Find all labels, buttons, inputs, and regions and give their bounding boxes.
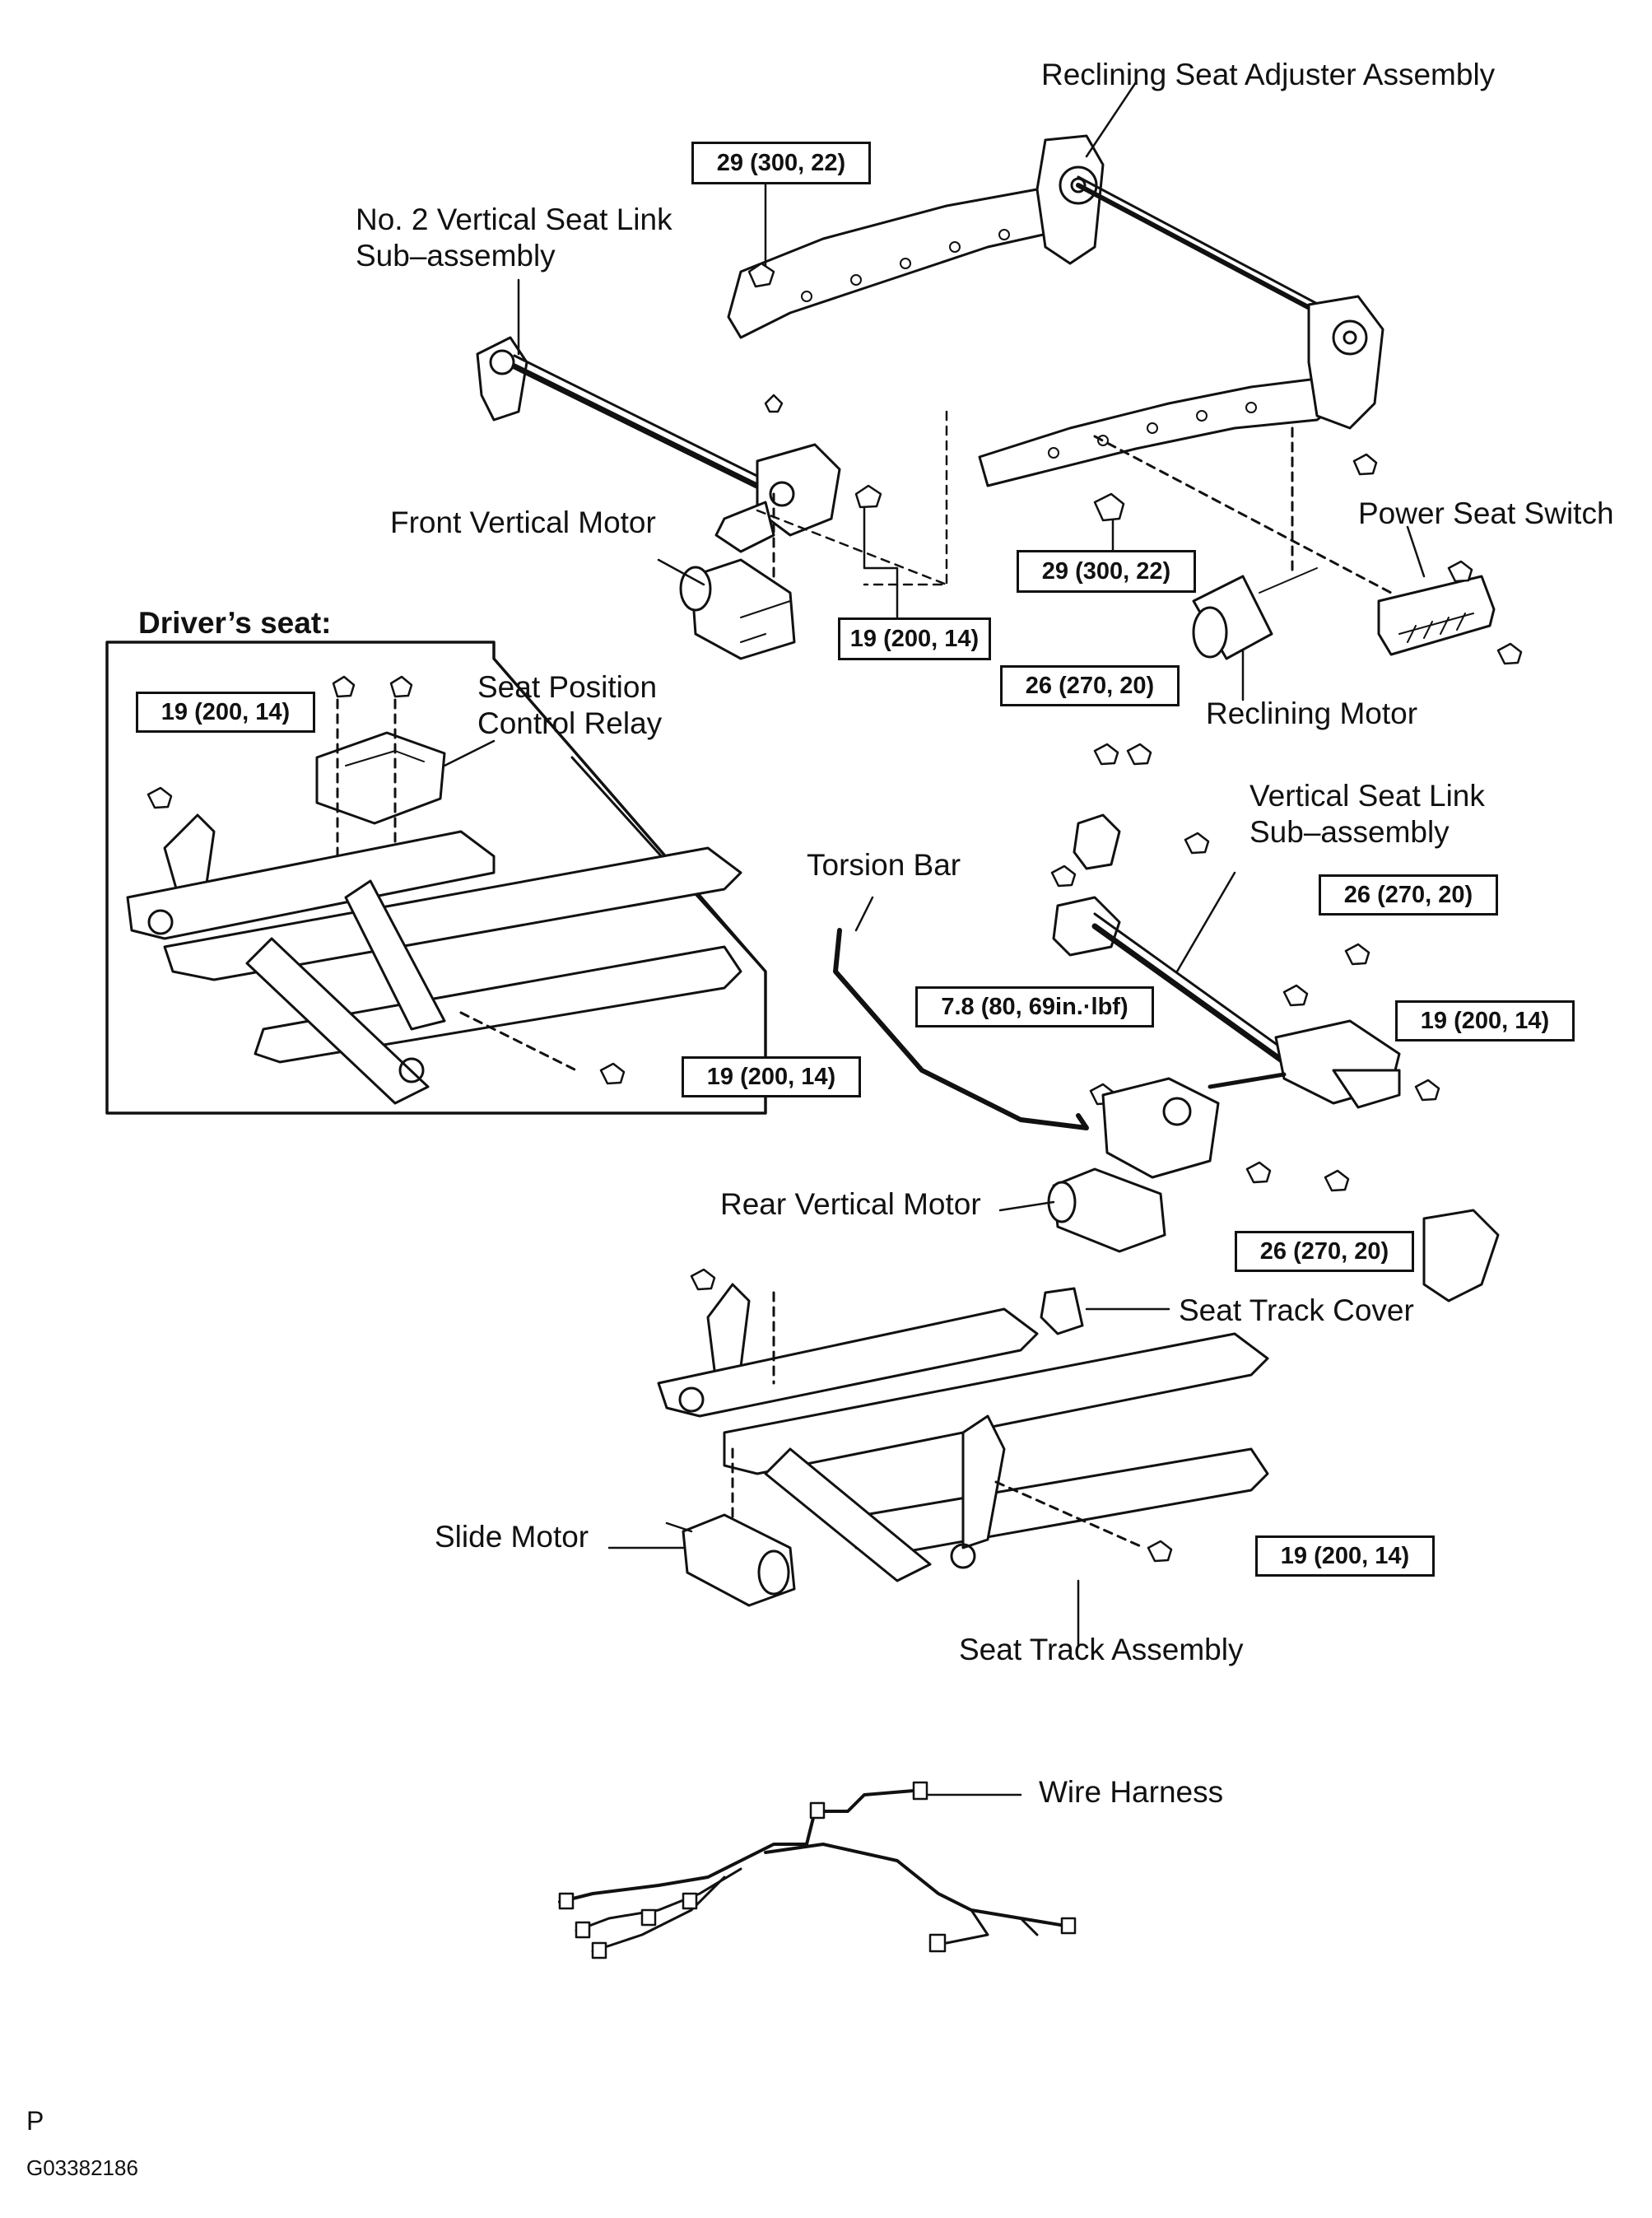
power-seat-switch-label: Power Seat Switch [1358,496,1614,530]
torque-box-recliner-bottom: 29 (300, 22) [1017,550,1196,593]
slide-motor-label: Slide Motor [435,1520,589,1554]
rear-vertical-link-drawing [1101,1072,1287,1179]
torsion-bar-label: Torsion Bar [807,848,961,882]
front-vertical-motor-drawing [679,492,796,660]
power-seat-switch-drawing [1093,435,1496,656]
footer-letter: P [26,2106,44,2136]
inset-seat-track-drawing [126,813,742,1105]
seat-track-assembly-label: Seat Track Assembly [959,1633,1244,1666]
footer-code: G03382186 [26,2155,138,2180]
reclining-motor-drawing [1192,426,1318,660]
torque-box-torsion-nut: 7.8 (80, 69in.·lbf) [915,986,1154,1027]
slide-motor-drawing [607,1513,796,1607]
reclining-seat-adjuster-label: Reclining Seat Adjuster Assembly [1041,58,1496,91]
reclining-motor-label: Reclining Motor [1206,697,1418,730]
torque-box-relay-bolt: 19 (200, 14) [136,692,315,733]
seat-track-assembly-drawing [657,1283,1269,1648]
reclining-seat-adjuster-drawing [727,134,1384,487]
torque-box-seat-track: 19 (200, 14) [1255,1535,1435,1577]
torsion-bar-drawing [833,896,1089,1130]
torque-box-rear-nuts: 26 (270, 20) [1235,1231,1414,1272]
vertical-seat-link-label-line1: Vertical Seat Link [1249,779,1485,813]
seat-track-cover-part [1040,1287,1170,1335]
front-vertical-motor-label: Front Vertical Motor [390,506,656,539]
seat-track-cover-drawing [1422,1209,1500,1302]
seat-position-relay-label-line1: Seat Position [477,670,658,704]
rear-vertical-motor-label: Rear Vertical Motor [720,1187,981,1221]
vertical-seat-link-drawing [1052,813,1401,1109]
torque-box-link-nuts-top: 26 (270, 20) [1000,665,1180,706]
seat-track-cover-label: Seat Track Cover [1179,1293,1414,1327]
drivers-seat-heading: Driver’s seat: [138,606,332,640]
wire-harness-label: Wire Harness [1039,1775,1224,1809]
wire-harness-drawing [558,1781,1077,1959]
rear-vertical-motor-drawing [998,1167,1166,1253]
torque-box-front-motor: 19 (200, 14) [838,617,991,660]
vertical-seat-link-label-line2: Sub–assembly [1249,815,1450,849]
fasteners [147,262,1523,1563]
torque-box-link-nut-right: 26 (270, 20) [1319,874,1498,916]
seat-position-relay-label-line2: Control Relay [477,706,663,740]
no2-vertical-seat-link-label-line1: No. 2 Vertical Seat Link [356,203,672,236]
torque-box-link-bolt-right: 19 (200, 14) [1395,1000,1575,1041]
no2-vertical-seat-link-drawing [476,336,841,553]
no2-vertical-seat-link-label-line2: Sub–assembly [356,239,556,273]
torque-box-inset-track: 19 (200, 14) [682,1056,861,1097]
seat-position-relay-drawing [315,698,496,874]
torque-box-recliner-top: 29 (300, 22) [691,142,871,184]
